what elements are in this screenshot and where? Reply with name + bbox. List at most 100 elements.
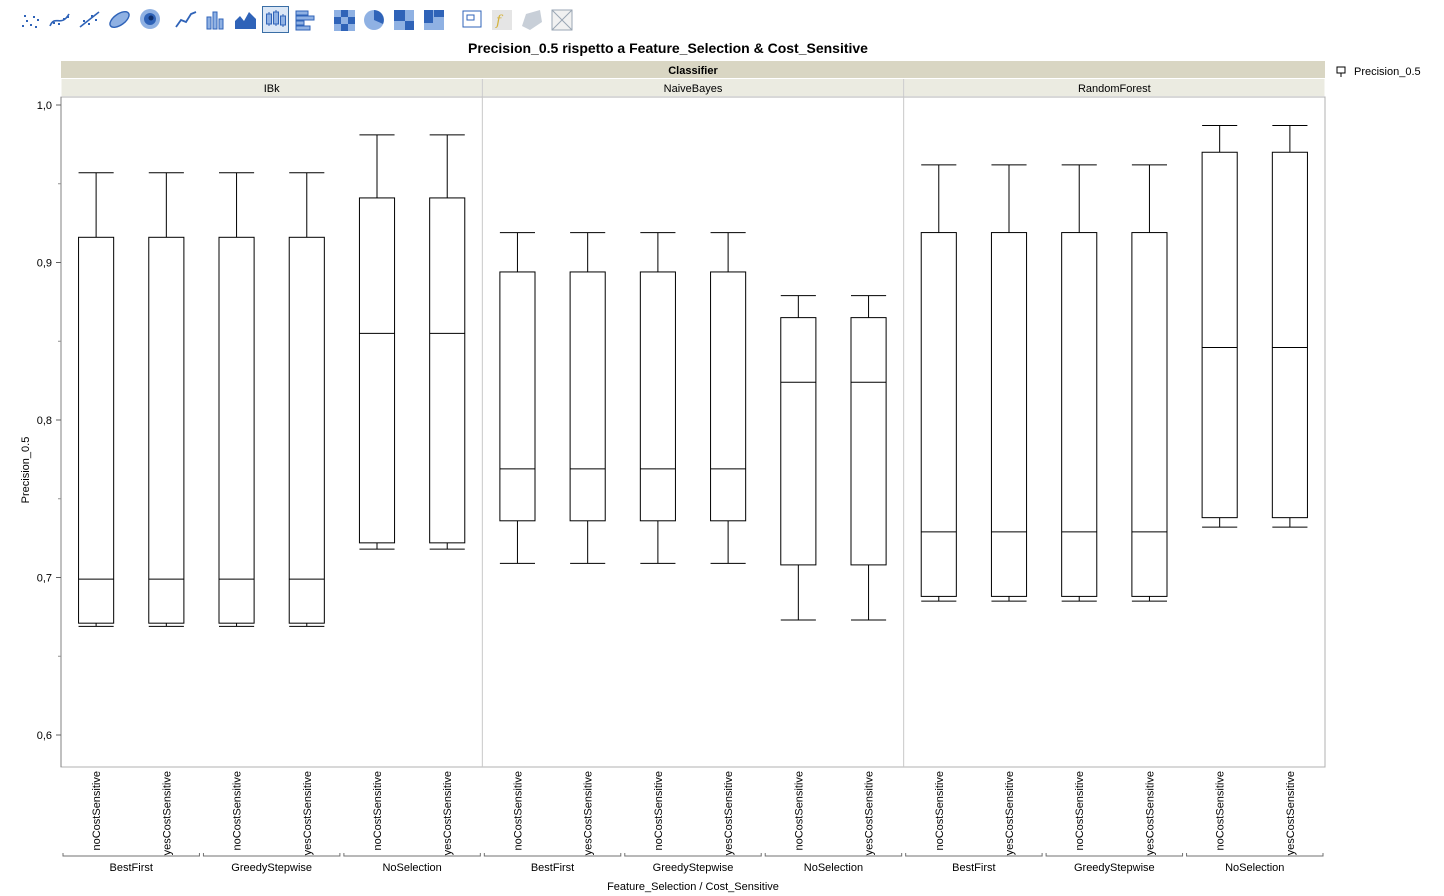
box-plot-chart: Precision_0.5 rispetto a Feature_Selecti… [20, 40, 1421, 893]
x-tick-label: noCostSensitive [1074, 771, 1086, 851]
group-label: GreedyStepwise [231, 862, 312, 874]
points-icon [22, 15, 39, 28]
caption-box-icon [462, 10, 482, 28]
box-nocostsensitive[interactable] [358, 134, 396, 550]
group-bracket [764, 853, 903, 857]
no-graph-icon [551, 9, 573, 31]
y-tick-label: 0,6 [37, 730, 52, 742]
box-yescostsensitive[interactable] [850, 295, 887, 621]
box-plot-button[interactable] [262, 6, 289, 33]
histogram-icon [295, 10, 315, 31]
contour-icon [140, 9, 160, 29]
group-label: GreedyStepwise [653, 862, 734, 874]
box-nocostsensitive[interactable] [1201, 124, 1238, 528]
box-iqr [429, 197, 466, 544]
box-yescostsensitive[interactable] [990, 164, 1028, 602]
panel-header [61, 79, 482, 96]
box-nocostsensitive[interactable] [780, 295, 817, 621]
legend[interactable]: Precision_0.5 [1336, 66, 1421, 78]
line-of-fit-button[interactable] [76, 6, 103, 33]
chart-title: Precision_0.5 rispetto a Feature_Selecti… [468, 40, 868, 56]
box-nocostsensitive[interactable] [920, 164, 957, 602]
smoother-icon [49, 13, 70, 27]
box-iqr [990, 232, 1028, 597]
box-iqr [288, 236, 325, 624]
box-iqr [920, 232, 957, 597]
group-label: BestFirst [531, 862, 574, 874]
group-bracket [62, 853, 200, 857]
classifier-group-title: Classifier [668, 65, 718, 77]
box-yescostsensitive[interactable] [710, 232, 747, 564]
box-iqr [1271, 151, 1308, 519]
area-chart-icon [235, 12, 256, 29]
x-tick-label: noCostSensitive [1215, 771, 1227, 851]
classifier-header-bar [61, 61, 1325, 78]
histogram-button[interactable] [292, 6, 319, 33]
x-tick-label: yesCostSensitive [583, 771, 595, 855]
group-label: BestFirst [952, 862, 995, 874]
pie-chart-button[interactable] [360, 6, 387, 33]
ellipse-button[interactable] [106, 6, 133, 33]
x-tick-label: yesCostSensitive [1285, 771, 1297, 855]
box-iqr [148, 236, 185, 624]
box-yescostsensitive[interactable] [288, 172, 325, 627]
box-iqr [499, 271, 536, 522]
heatmap-icon [334, 10, 355, 31]
x-tick-label: noCostSensitive [232, 771, 244, 851]
box-nocostsensitive[interactable] [1061, 164, 1098, 602]
treemap-button[interactable] [390, 6, 417, 33]
points-button[interactable] [16, 6, 43, 33]
x-tick-label: noCostSensitive [91, 771, 103, 851]
x-tick-label: noCostSensitive [512, 771, 524, 851]
smoother-button[interactable] [46, 6, 73, 33]
bar-chart-button[interactable] [202, 6, 229, 33]
box-yescostsensitive[interactable] [569, 232, 606, 564]
box-yescostsensitive[interactable] [1131, 164, 1168, 602]
formula-button[interactable]: f [488, 6, 515, 33]
ellipse-icon [109, 11, 130, 28]
x-tick-label: noCostSensitive [372, 771, 384, 851]
y-tick-label: 1,0 [37, 100, 52, 112]
group-label: NoSelection [1225, 862, 1284, 874]
box-nocostsensitive[interactable] [639, 232, 676, 564]
box-iqr [358, 197, 396, 544]
y-axis-title: Precision_0.5 [20, 437, 32, 504]
area-chart-button[interactable] [232, 6, 259, 33]
panel-header [904, 79, 1325, 96]
x-tick-label: yesCostSensitive [1144, 771, 1156, 855]
box-iqr [569, 271, 606, 522]
x-tick-label: yesCostSensitive [864, 771, 876, 855]
group-bracket [905, 853, 1043, 857]
box-nocostsensitive[interactable] [499, 232, 536, 564]
y-tick-label: 0,9 [37, 258, 52, 270]
x-tick-label: yesCostSensitive [161, 771, 173, 855]
x-tick-label: yesCostSensitive [302, 771, 314, 855]
group-bracket [1045, 853, 1184, 857]
mosaic-button[interactable] [420, 6, 447, 33]
box-nocostsensitive[interactable] [78, 172, 115, 627]
box-iqr [1061, 232, 1098, 597]
caption-box-button[interactable] [458, 6, 485, 33]
no-graph-button[interactable] [548, 6, 575, 33]
x-tick-label: yesCostSensitive [1004, 771, 1016, 855]
panel-header [482, 79, 904, 96]
line-chart-button[interactable] [172, 6, 199, 33]
group-bracket [343, 853, 481, 857]
box-yescostsensitive[interactable] [429, 134, 466, 550]
y-axis: 1,00,90,80,70,6 [37, 97, 62, 767]
contour-button[interactable] [136, 6, 163, 33]
heatmap-button[interactable] [330, 6, 357, 33]
bar-chart-icon [206, 11, 224, 30]
line-of-fit-icon [79, 11, 100, 28]
map-shapes-button[interactable] [518, 6, 545, 33]
box-nocostsensitive[interactable] [218, 172, 255, 627]
mosaic-icon [424, 10, 444, 30]
box-yescostsensitive[interactable] [148, 172, 185, 627]
legend-label: Precision_0.5 [1354, 66, 1421, 78]
box-iqr [710, 271, 747, 522]
legend-marker-icon [1336, 66, 1346, 77]
box-yescostsensitive[interactable] [1271, 124, 1308, 528]
